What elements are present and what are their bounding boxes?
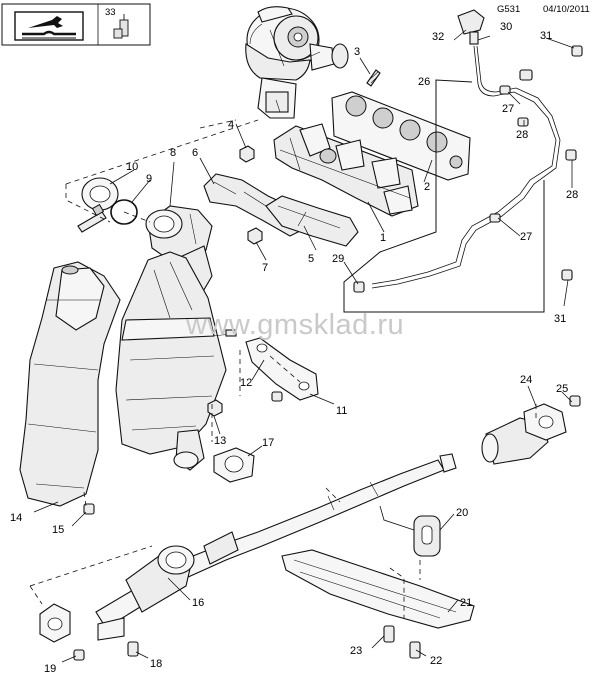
pipe-bracket — [97, 617, 139, 657]
callout-31a: 31 — [540, 30, 552, 42]
callout-16: 16 — [192, 597, 204, 609]
gasket-17 — [213, 447, 255, 483]
bolt-11 — [271, 391, 283, 402]
gasket-ring-10 — [81, 177, 119, 211]
callout-17: 17 — [262, 437, 274, 449]
callout-29: 29 — [332, 253, 344, 265]
exhaust-manifold — [273, 123, 419, 217]
callout-26: 26 — [418, 76, 430, 88]
group-bracket-26 — [343, 79, 545, 313]
callout-8: 8 — [170, 147, 176, 159]
callout-21: 21 — [460, 597, 472, 609]
callout-20: 20 — [456, 507, 468, 519]
pipe-flange-19 — [39, 603, 85, 661]
sensor-stud — [77, 203, 107, 233]
callout-10: 10 — [126, 161, 138, 173]
callout-11: 11 — [336, 405, 347, 417]
turbocharger — [245, 6, 349, 119]
underbody-heat-shield — [281, 549, 475, 659]
callout-30: 30 — [500, 21, 512, 33]
converter-heat-shield — [19, 261, 121, 507]
callout-24: 24 — [520, 374, 532, 386]
bolt-23 — [383, 625, 395, 643]
callout-31b: 31 — [554, 313, 566, 325]
callout-23: 23 — [350, 645, 362, 657]
nut-7 — [247, 227, 263, 245]
inset-part-number: 33 — [105, 7, 116, 18]
nut-13 — [207, 399, 223, 417]
callout-12: 12 — [240, 377, 252, 389]
rear-muffler — [481, 395, 581, 465]
callout-27b: 27 — [520, 231, 532, 243]
callout-18: 18 — [150, 658, 162, 670]
callout-28a: 28 — [516, 129, 528, 141]
particulate-filter — [115, 251, 237, 471]
assembly-dash-lines — [29, 119, 537, 618]
heat-shield-lower — [265, 195, 359, 247]
watermark: www.gmsklad.ru — [185, 309, 404, 341]
callout-28b: 28 — [566, 189, 578, 201]
bolt-22 — [409, 641, 421, 659]
nut-4 — [239, 145, 255, 163]
callout-25: 25 — [556, 383, 568, 395]
callout-19: 19 — [44, 663, 56, 675]
o-ring-9 — [110, 199, 138, 225]
callout-7: 7 — [262, 262, 268, 274]
callout-14: 14 — [10, 512, 22, 524]
callout-13: 13 — [214, 435, 226, 447]
callout-6: 6 — [192, 147, 198, 159]
header-inset: 33 — [1, 3, 151, 46]
callout-3: 3 — [354, 46, 360, 58]
rubber-hanger — [379, 505, 441, 557]
leader-lines — [33, 29, 575, 663]
callout-9: 9 — [146, 173, 152, 185]
callout-4: 4 — [228, 119, 234, 131]
callout-15: 15 — [52, 524, 64, 536]
callout-32: 32 — [432, 31, 444, 43]
callout-1: 1 — [380, 232, 386, 244]
callout-labels: 1 2 3 4 5 6 7 8 9 10 11 12 13 17 14 15 1… — [10, 21, 578, 675]
callout-2: 2 — [424, 181, 430, 193]
callout-27a: 27 — [502, 103, 514, 115]
sensor-fitting-icon — [113, 14, 129, 39]
pressure-sensor-assembly — [353, 9, 583, 293]
callout-22: 22 — [430, 655, 442, 667]
bracket-12 — [245, 337, 319, 401]
wrench-book-icon — [14, 11, 84, 41]
callout-5: 5 — [308, 253, 314, 265]
diagram-code: G531 — [497, 4, 520, 15]
stud-3 — [366, 69, 381, 87]
diagram-date: 04/10/2011 — [543, 4, 590, 15]
main-exhaust-pipe — [95, 453, 457, 629]
bolt-15 — [83, 503, 95, 515]
